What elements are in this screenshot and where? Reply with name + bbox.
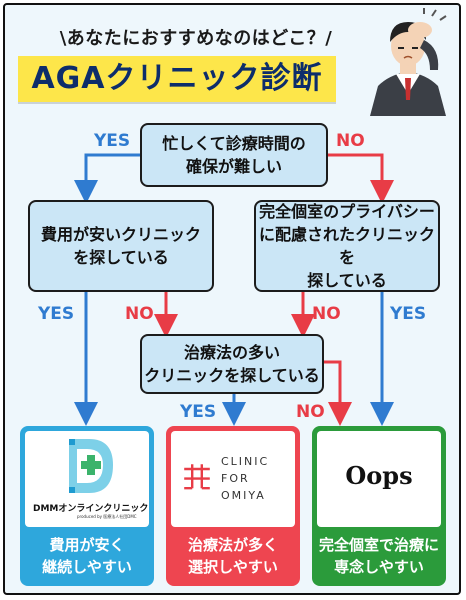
label-no-q3: NO: [312, 304, 341, 324]
result-card-dmm[interactable]: DMMオンラインクリニック produced by 医療法人社団DMC 費用が安…: [20, 426, 154, 586]
thinking-man-illustration: [370, 8, 447, 116]
label-no-q2: NO: [125, 304, 154, 324]
arrow-q4-no: [322, 360, 352, 426]
label-yes-q3: YES: [390, 304, 427, 324]
label-no-q4: NO: [296, 402, 325, 422]
oops-logo-text: Oops: [345, 461, 413, 490]
result-caption-omiya: 治療法が多く 選択しやすい: [187, 536, 278, 576]
label-yes-q2: YES: [38, 304, 75, 324]
result-caption-dmm: 費用が安く 継続しやすい: [42, 536, 132, 576]
oops-logo: Oops: [317, 431, 441, 527]
result-card-oops[interactable]: Oops 完全個室で治療に 専念しやすい: [312, 426, 446, 586]
label-yes-q4: YES: [180, 402, 217, 422]
title-highlight: [18, 56, 336, 102]
clinic-cross-logo-icon: [184, 464, 210, 490]
question-low-cost: 費用が安いクリニック を探している: [28, 200, 214, 292]
result-caption-oops: 完全個室で治療に 専念しやすい: [318, 536, 439, 576]
dmm-logo-subtext: produced by 医療法人社団DMC: [77, 514, 137, 519]
label-no-q1: NO: [336, 131, 365, 151]
arrow-q1-no: [328, 153, 394, 204]
result-card-clinic-for-omiya[interactable]: CLINIC FOR OMIYA 治療法が多く 選択しやすい: [166, 426, 300, 586]
dmm-logo: DMMオンラインクリニック produced by 医療法人社団DMC: [25, 431, 149, 527]
page-title: AGAクリニック診断: [31, 61, 323, 96]
question-many-treatments: 治療法の多い クリニックを探している: [140, 334, 324, 394]
clinic-for-omiya-logo: CLINIC FOR OMIYA: [171, 431, 295, 527]
label-yes-q1: YES: [94, 131, 131, 151]
question-private-room: 完全個室のプライバシー に配慮されたクリニックを 探している: [254, 200, 440, 292]
question-busy-schedule: 忙しくて診療時間の 確保が難しい: [140, 123, 328, 187]
dmm-d-logo-icon: [69, 439, 113, 493]
dmm-logo-text: DMMオンラインクリニック: [33, 504, 149, 514]
header-subtitle: \あなたにおすすめなのはどこ？/: [59, 28, 333, 49]
clinic-for-omiya-text: CLINIC FOR OMIYA: [221, 455, 270, 502]
arrow-q1-yes: [74, 153, 140, 204]
